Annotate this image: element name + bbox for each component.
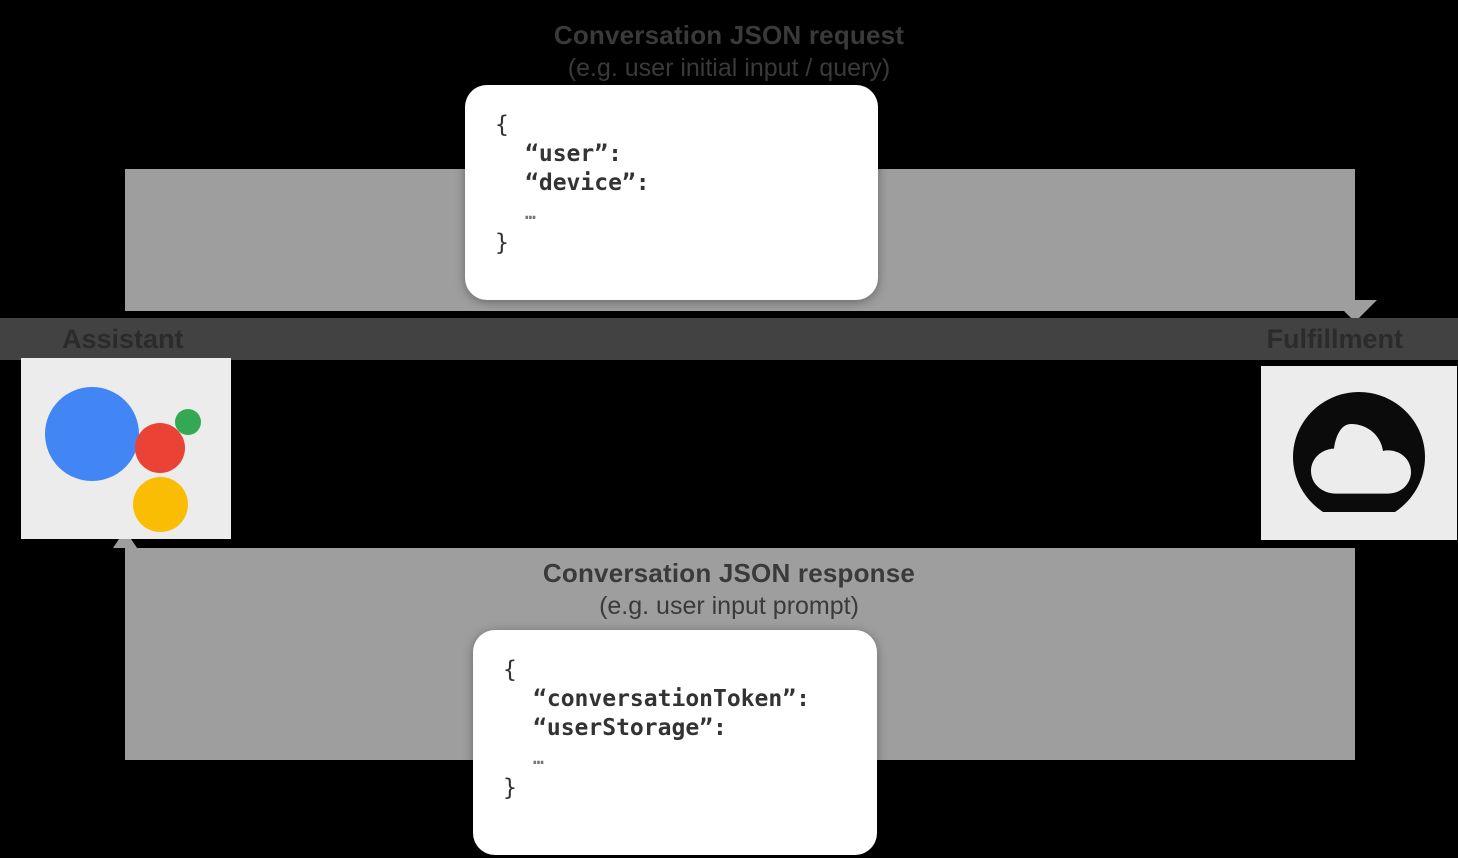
assistant-dot-yellow — [133, 477, 188, 532]
json-key-conversation-token: “conversationToken”: — [533, 686, 810, 712]
assistant-dot-red — [135, 423, 185, 473]
json-key-device: “device”: — [525, 170, 650, 196]
cloud-icon — [1289, 388, 1429, 518]
response-json-card: { “conversationToken”: “userStorage”: … … — [473, 630, 877, 855]
json-key-user-storage: “userStorage”: — [533, 715, 727, 741]
json-open-brace: { — [503, 657, 517, 683]
assistant-dot-blue — [45, 387, 139, 481]
json-open-brace: { — [495, 112, 509, 138]
fulfillment-label: Fulfillment — [1266, 324, 1404, 354]
google-assistant-icon — [43, 377, 209, 532]
center-divider-band — [0, 318, 1458, 360]
fulfillment-tile[interactable] — [1261, 366, 1457, 540]
json-ellipsis: … — [533, 748, 544, 769]
request-json-card: { “user”: “device”: … } — [465, 85, 878, 300]
json-close-brace: } — [495, 230, 509, 256]
assistant-dot-green — [175, 409, 201, 435]
json-close-brace: } — [503, 775, 517, 801]
assistant-tile[interactable] — [21, 358, 231, 539]
json-ellipsis: … — [525, 203, 536, 224]
assistant-label: Assistant — [62, 324, 184, 354]
json-key-user: “user”: — [525, 141, 622, 167]
